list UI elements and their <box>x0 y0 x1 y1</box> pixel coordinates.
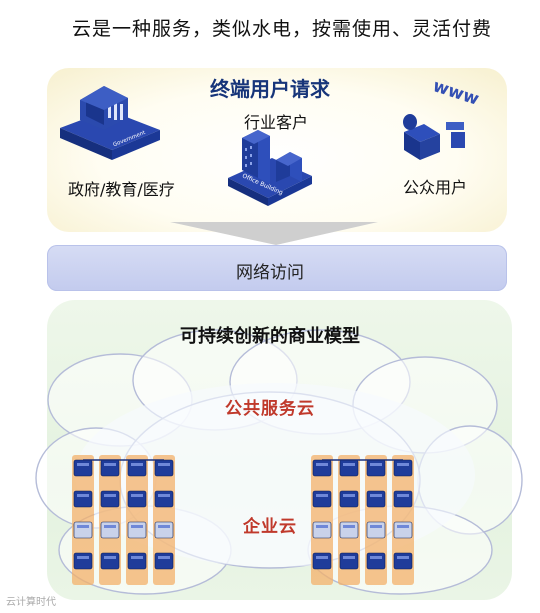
server-unit-icon <box>127 490 147 508</box>
business-model-label: 可持续创新的商业模型 <box>180 326 360 347</box>
request-funnel-arrow <box>170 222 378 245</box>
network-access-label: 网络访问 <box>236 263 304 283</box>
server-unit-icon <box>73 490 93 508</box>
enterprise-cloud-label: 企业云 <box>243 517 297 537</box>
server-unit-icon <box>127 459 147 477</box>
server-unit-icon <box>312 459 332 477</box>
server-unit-icon <box>100 552 120 570</box>
headline: 云是一种服务，类似水电，按需使用、灵活付费 <box>72 18 493 40</box>
server-rack-left <box>72 455 175 585</box>
server-unit-icon <box>339 459 359 477</box>
government-building-icon: Government <box>60 86 160 160</box>
server-unit-icon <box>366 552 386 570</box>
server-unit-icon <box>154 490 174 508</box>
server-unit-icon <box>366 490 386 508</box>
server-unit-icon <box>312 552 332 570</box>
network-access-bar <box>47 245 507 291</box>
server-unit-icon <box>100 459 120 477</box>
industry-customer-label: 行业客户 <box>244 113 309 132</box>
watermark: 云计算时代 <box>6 597 56 608</box>
server-unit-icon <box>393 552 413 570</box>
public-user-label: 公众用户 <box>403 178 468 197</box>
server-unit-icon <box>73 459 93 477</box>
server-unit-icon <box>366 459 386 477</box>
server-unit-icon <box>100 490 120 508</box>
office-building-icon: Office Building <box>228 130 312 206</box>
public-service-cloud-label: 公共服务云 <box>225 399 315 419</box>
server-unit-icon <box>154 552 174 570</box>
server-unit-icon <box>339 490 359 508</box>
server-unit-icon <box>154 459 174 477</box>
server-unit-icon <box>339 552 359 570</box>
server-unit-icon <box>312 490 332 508</box>
server-rack-right <box>311 455 414 585</box>
server-unit-icon <box>393 490 413 508</box>
end-user-title: 终端用户请求 <box>210 77 330 101</box>
server-unit-icon <box>393 459 413 477</box>
server-unit-icon <box>73 552 93 570</box>
server-unit-icon <box>127 552 147 570</box>
government-education-health-label: 政府/教育/医疗 <box>68 180 175 199</box>
